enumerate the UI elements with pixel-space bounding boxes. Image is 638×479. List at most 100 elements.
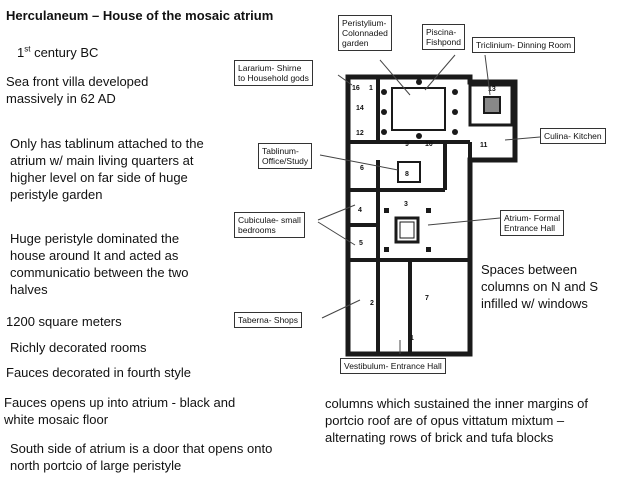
peristyle-line-3: communicatio between the two [10, 265, 189, 280]
century-text: century BC [30, 45, 99, 60]
label-piscina: Piscina- Fishpond [422, 24, 465, 50]
column [452, 109, 458, 115]
label-lararium: Lararium- Shirne to Household gods [234, 60, 313, 86]
arrow-taberna [321, 299, 361, 319]
century-suffix: st [24, 44, 31, 54]
label-piscina-line-2: Fishpond [426, 37, 461, 47]
label-taberna: Taberna- Shops [234, 312, 303, 328]
room-number-8: 8 [405, 171, 409, 178]
label-peristylium-line-3: garden [342, 38, 369, 48]
outer-wall [345, 74, 518, 357]
column [416, 79, 422, 85]
label-tablinum-line-1: Tablinum- [262, 146, 299, 156]
atrium-floor-note: Fauces opens up into atrium - black and … [4, 394, 235, 428]
atrium-impluvium-inner [399, 221, 415, 239]
room-number-10: 10 [425, 141, 433, 148]
label-atrium-line-1: Atrium- Formal [504, 213, 561, 223]
label-culina-line-1: Culina- Kitchen [544, 131, 602, 141]
south-door-line-1: South side of atrium is a door that open… [10, 441, 273, 456]
room-number-12: 12 [356, 130, 364, 137]
columns-line-2: portcio roof are of opus vittatum mixtum… [325, 413, 565, 428]
label-atrium-line-2: Entrance Hall [504, 223, 556, 233]
rooms-note: Richly decorated rooms [10, 340, 147, 355]
tablinum-square [397, 161, 421, 183]
label-lararium-line-1: Lararium- Shirne [238, 63, 302, 73]
windows-note: Spaces between columns on N and S infill… [481, 261, 598, 312]
windows-line-2: columns on N and S [481, 279, 599, 294]
atrium-impluvium [394, 216, 420, 244]
room-number-11: 11 [480, 142, 488, 149]
peristyle-line-4: halves [10, 282, 48, 297]
page-title: Herculaneum – House of the mosaic atrium [6, 8, 274, 23]
arrow-lararium [337, 74, 353, 86]
arrow-cubiculae-2 [317, 221, 356, 246]
label-vestibulum-line-1: Vestibulum- Entrance Hall [344, 361, 442, 371]
tablinum-line-1: Only has tablinum attached to the [10, 136, 204, 151]
label-tablinum: Tablinum- Office/Study [258, 143, 313, 169]
triclinium-pool [483, 96, 501, 114]
label-cubiculae: Cubiculae- small bedrooms [234, 212, 305, 238]
label-triclinium: Triclinium- Dinning Room [472, 37, 576, 53]
column [452, 89, 458, 95]
villa-note: Sea front villa developed massively in 6… [6, 73, 148, 107]
arrow-tablinum [319, 154, 399, 171]
peristyle-court [391, 87, 446, 131]
tablinum-line-3: higher level on far side of huge [10, 170, 188, 185]
label-cubiculae-line-1: Cubiculae- small [238, 215, 301, 225]
atrium-floor-line-2: white mosaic floor [4, 412, 109, 427]
tablinum-line-2: atrium w/ main living quarters at [10, 153, 194, 168]
arrow-peristylium [379, 59, 411, 96]
columns-line-1: columns which sustained the inner margin… [325, 396, 589, 411]
arrow-piscina [424, 54, 456, 91]
room-number-9: 9 [405, 141, 409, 148]
size-note: 1200 square meters [6, 314, 122, 329]
atrium-pillar [384, 247, 389, 252]
peristyle-note: Huge peristyle dominated the house aroun… [10, 230, 188, 298]
room-number-1-top: 1 [369, 85, 373, 92]
peristyle-line-1: Huge peristyle dominated the [10, 231, 180, 246]
interior-walls [348, 77, 472, 354]
arrow-culina [504, 136, 541, 141]
villa-line-2: massively in 62 AD [6, 91, 116, 106]
atrium-pillar [384, 208, 389, 213]
column [381, 109, 387, 115]
arrow-triclinium [484, 54, 491, 96]
label-piscina-line-1: Piscina- [426, 27, 457, 37]
tablinum-line-4: peristyle garden [10, 187, 103, 202]
room-number-16: 16 [352, 85, 360, 92]
room-number-6: 6 [360, 165, 364, 172]
column [381, 89, 387, 95]
room-number-14: 14 [356, 105, 364, 112]
column [381, 129, 387, 135]
century-number: 1 [17, 45, 25, 60]
arrow-cubiculae [317, 204, 356, 221]
columns-line-3: alternating rows of brick and tufa block… [325, 430, 554, 445]
windows-line-1: Spaces between [481, 262, 578, 277]
column [416, 133, 422, 139]
label-cubiculae-line-2: bedrooms [238, 225, 276, 235]
room-number-4: 4 [358, 207, 362, 214]
south-door-line-2: north portcio of large peristyle [10, 458, 182, 473]
label-atrium: Atrium- Formal Entrance Hall [500, 210, 565, 236]
columns-note: columns which sustained the inner margin… [325, 395, 588, 446]
label-vestibulum: Vestibulum- Entrance Hall [340, 358, 446, 374]
peristyle-line-2: house around It and acted as [10, 248, 179, 263]
label-culina: Culina- Kitchen [540, 128, 606, 144]
room-number-5: 5 [359, 240, 363, 247]
label-peristylium-line-1: Peristylium- [342, 18, 387, 28]
label-taberna-line-1: Taberna- Shops [238, 315, 299, 325]
column [452, 129, 458, 135]
room-number-3: 3 [404, 201, 408, 208]
villa-line-1: Sea front villa developed [6, 74, 149, 89]
atrium-pillar [426, 247, 431, 252]
arrow-atrium [427, 217, 501, 226]
label-peristylium: Peristylium- Colonnaded garden [338, 15, 392, 51]
room-number-1-bottom: 1 [410, 335, 414, 342]
label-peristylium-line-2: Colonnaded [342, 28, 388, 38]
south-door-note: South side of atrium is a door that open… [10, 440, 272, 474]
label-triclinium-line-1: Triclinium- Dinning Room [476, 40, 572, 50]
label-tablinum-line-2: Office/Study [262, 156, 309, 166]
atrium-pillar [426, 208, 431, 213]
room-number-7: 7 [425, 295, 429, 302]
